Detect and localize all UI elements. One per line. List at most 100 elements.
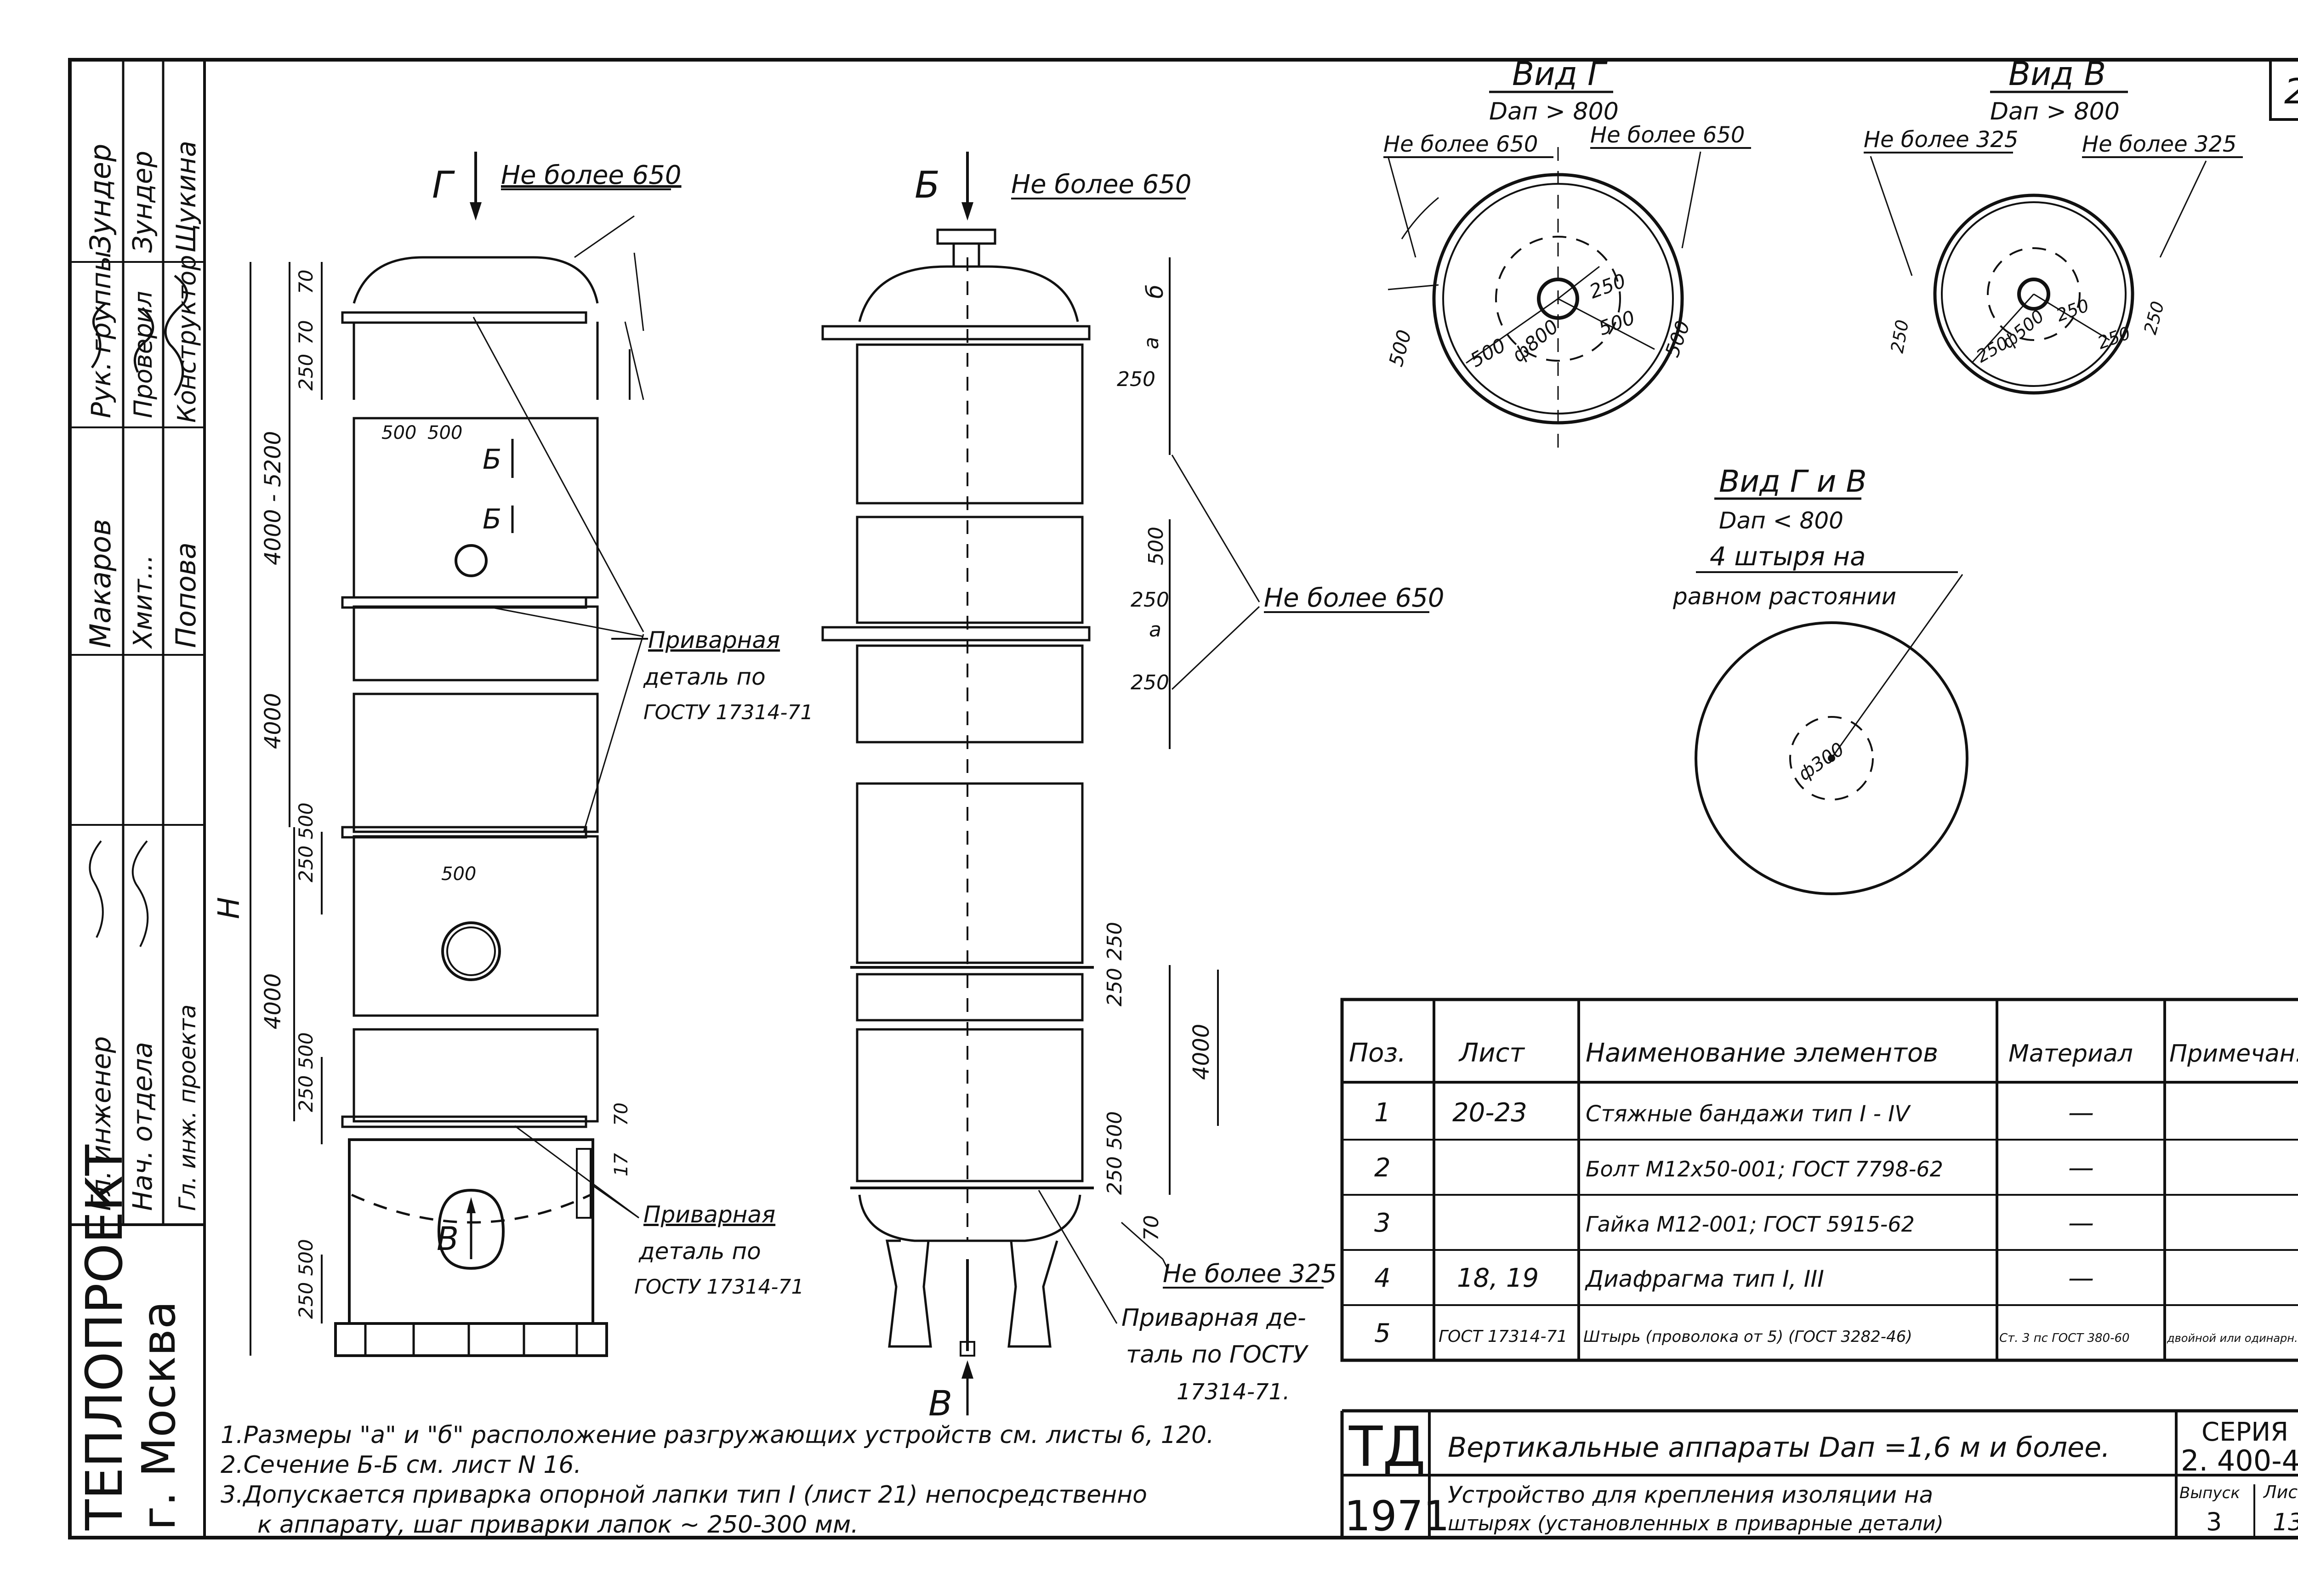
right-flange-2	[821, 626, 1091, 642]
dim-500-2: 500	[427, 422, 462, 443]
table-row: 3 Гайка М12-001; ГОСТ 5915-62 —	[1374, 1208, 2094, 1238]
table-row: 5 ГОСТ 17314-71 Штырь (проволока от 5) (…	[1374, 1318, 2298, 1348]
tb-issue: 3	[2206, 1507, 2222, 1536]
dim-4000-b: 4000	[260, 973, 286, 1029]
tb-series: 2. 400-4	[2181, 1444, 2298, 1477]
height-label: H	[212, 897, 246, 919]
name-shchukina: Щукина	[171, 141, 202, 253]
signature-2	[133, 307, 154, 373]
cell-sheet: 20-23	[1452, 1098, 1527, 1128]
th-material: Материал	[2008, 1040, 2133, 1068]
view-v-circle	[1933, 193, 2134, 395]
right-panel-5	[856, 973, 1084, 1022]
section-mark-g: Г	[432, 164, 455, 206]
dim-250-500-a: 250 500	[295, 802, 317, 882]
name-makarov: Макаров	[84, 519, 117, 648]
tb-title-2: Устройство для крепления изоляции на	[1448, 1482, 1933, 1508]
tb-title-3: штырях (установленных в приварные детали…	[1448, 1512, 1944, 1535]
note-3: 3.Допускается приварка опорной лапки тип…	[221, 1481, 1147, 1509]
role-checked: Проверил	[129, 291, 158, 418]
right-flange-1	[821, 325, 1091, 341]
title-block: ТД 1971 Вертикальные аппараты Dап =1,6 м…	[1340, 1409, 2298, 1540]
right-panel-1	[856, 343, 1084, 505]
panel-3	[353, 835, 599, 1017]
weld-label-2c: ГОСТУ 17314-71	[634, 1275, 804, 1299]
view-v: Вид В Dап > 800 Не более 325 Не более 32…	[1864, 55, 2243, 395]
dim-500-3: 500	[441, 863, 476, 885]
role-chief-engineer: Гл. инженер	[85, 1036, 117, 1211]
cell-name: Стяжные бандажи тип I - IV	[1586, 1101, 1911, 1127]
dim-4000-a: 4000	[260, 693, 286, 749]
view-v-subtitle: Dап > 800	[1990, 98, 2120, 125]
name-zunder-2: Зундер	[127, 151, 158, 253]
weld-label-1a: Приварная	[648, 627, 780, 653]
dim-500-1: 500	[381, 422, 416, 443]
weld-label-2a: Приварная	[643, 1201, 775, 1228]
signature-1	[91, 302, 107, 369]
view-gv: Вид Г и В Dап < 800 4 штыря на равном ра…	[1672, 464, 1968, 895]
role-group-lead: Рук. группы	[85, 251, 117, 418]
view-gv-line3: 4 штыря на	[1710, 542, 1866, 572]
dim-70-top: 70	[295, 270, 317, 294]
view-v-label-right: Не более 325	[2082, 131, 2236, 157]
bottom-mark-v: В	[928, 1383, 952, 1424]
role-designer: Конструктор	[172, 255, 201, 423]
panel-1	[353, 417, 599, 599]
g-dim-500-2: 500	[1467, 334, 1510, 372]
notes: 1.Размеры "а" и "б" расположение разгруж…	[221, 1421, 1214, 1539]
panel-1b	[353, 605, 599, 682]
cell-material: —	[2068, 1098, 2094, 1128]
right-elevation: Б Не более 650 В б а 250	[821, 152, 1445, 1424]
r-dim-b: б	[1142, 284, 1168, 299]
sheet-frame	[68, 58, 2298, 1539]
dim-250-top: 250	[295, 354, 317, 391]
section-bb-top: Б	[483, 443, 501, 476]
v-dim-250-4: 250	[2095, 323, 2133, 353]
cell-name: Штырь (проволока от 5) (ГОСТ 3282-46)	[1583, 1328, 1912, 1346]
sheet-number: 25	[2284, 71, 2298, 112]
role-dept-head: Нач. отдела	[127, 1042, 158, 1211]
table-row: 4 18, 19 Диафрагма тип I, III —	[1374, 1263, 2094, 1293]
gv-dim-300: ф300	[1794, 738, 1848, 785]
top-head	[353, 256, 599, 304]
right-weld-c: 17314-71.	[1177, 1379, 1290, 1405]
spec-table: Поз. Лист Наименование элементов Материа…	[1340, 998, 2298, 1362]
view-gv-circle	[1695, 621, 1968, 895]
left-elevation: Г Не более 650 В	[212, 152, 813, 1357]
hatch-label: В	[437, 1220, 459, 1258]
g-dim-250: 250	[1587, 269, 1629, 303]
right-weld-b: таль по ГОСТУ	[1126, 1341, 1309, 1369]
right-panel-6	[856, 1028, 1084, 1182]
dim-250-500-b: 250 500	[295, 1032, 317, 1112]
signature-3	[164, 275, 188, 396]
g-dim-500-3: 500	[1596, 306, 1638, 340]
r-dim-250-c: 250	[1131, 671, 1169, 694]
tb-title-1: Вертикальные аппараты Dап =1,6 м и более…	[1448, 1431, 2110, 1464]
right-top-label: Не более 650	[1011, 170, 1192, 199]
panel-2	[353, 693, 599, 833]
manhole	[441, 921, 501, 981]
name-zunder-1: Зундер	[84, 144, 117, 253]
table-row: 2 Болт М12х50-001; ГОСТ 7798-62 —	[1374, 1153, 2094, 1183]
dim-17: 17	[611, 1153, 632, 1176]
dim-250-500-c: 250 500	[295, 1239, 317, 1319]
role-chief-project-eng: Гл. инж. проекта	[174, 1005, 201, 1211]
view-g-title: Вид Г	[1512, 55, 1608, 93]
r-dim-250-500: 250 500	[1103, 1111, 1126, 1195]
section-mark-b: Б	[915, 164, 940, 206]
left-top-label: Не более 650	[501, 160, 682, 190]
r-dim-a-2: а	[1149, 618, 1161, 642]
cell-material: —	[2068, 1208, 2094, 1238]
tb-series-label: СЕРИЯ	[2201, 1417, 2288, 1447]
r-dim-250-a: 250	[1117, 368, 1155, 391]
name-checker: Хмит...	[128, 555, 158, 649]
g-dim-500-1: 500	[1384, 327, 1416, 369]
right-panel-2	[856, 516, 1084, 624]
weld-label-1b: деталь по	[643, 664, 766, 690]
name-popova: Попова	[170, 542, 202, 648]
tb-sheet-label: Лист	[2263, 1482, 2298, 1502]
cell-sheet: ГОСТ 17314-71	[1439, 1327, 1567, 1346]
view-v-title: Вид В	[2008, 55, 2106, 93]
tb-year: 1971	[1344, 1492, 1450, 1540]
